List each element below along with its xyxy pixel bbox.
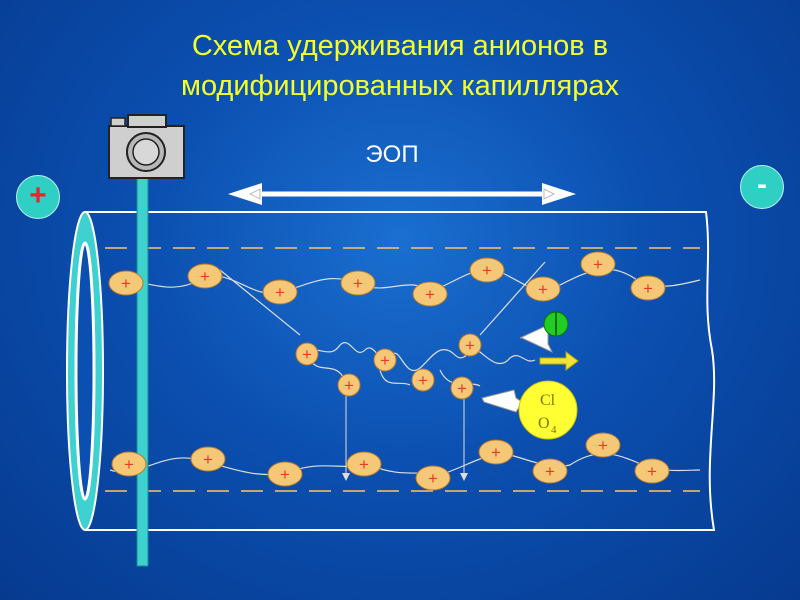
charge-sign: + (121, 274, 131, 293)
eof-double-arrow (228, 183, 576, 205)
large-ion-arrow (481, 389, 523, 413)
positive-electrode: + (16, 175, 60, 219)
charge-sign: + (200, 267, 210, 286)
page-title: Схема удерживания анионов в модифицирова… (0, 26, 800, 106)
charge-sign: + (457, 379, 467, 398)
charge-sign: + (344, 376, 354, 395)
positive-charge: + (373, 348, 397, 372)
charge-sign: + (482, 261, 492, 280)
charge-sign: + (124, 455, 134, 474)
positive-charge: + (108, 270, 144, 296)
detector-post (136, 177, 149, 567)
positive-charge: + (532, 458, 568, 484)
anion-label-o: O (538, 415, 550, 432)
detector (108, 114, 185, 567)
capillary-tube (66, 211, 716, 531)
charge-sign: + (428, 469, 438, 488)
positive-charge: + (585, 432, 621, 458)
positive-charge: + (525, 276, 561, 302)
charge-sign: + (380, 351, 390, 370)
positive-charge: + (411, 368, 435, 392)
positive-charge: + (187, 263, 223, 289)
eof-label: ЭОП (365, 141, 419, 168)
positive-charge: + (337, 373, 361, 397)
charge-sign: + (418, 371, 428, 390)
charge-sign: + (203, 450, 213, 469)
anion-label-cl: Cl (540, 392, 556, 409)
positive-charge: + (346, 451, 382, 477)
positive-charge: + (415, 465, 451, 491)
anion-label-subscript: 4 (551, 424, 557, 436)
charge-sign: + (465, 336, 475, 355)
migration-arrows (481, 323, 579, 413)
forward-arrow (539, 351, 579, 371)
charge-sign: + (359, 455, 369, 474)
positive-charge: + (450, 376, 474, 400)
positive-charge: + (469, 257, 505, 283)
positive-charge: + (478, 439, 514, 465)
charge-sign: + (302, 345, 312, 364)
charge-sign: + (353, 274, 363, 293)
negative-electrode: - (740, 165, 784, 209)
charge-sign: + (280, 465, 290, 484)
charge-sign: + (538, 280, 548, 299)
positive-charge: + (630, 275, 666, 301)
charge-sign: + (593, 255, 603, 274)
charge-sign: + (643, 279, 653, 298)
charge-sign: + (275, 283, 285, 302)
charge-sign: + (647, 462, 657, 481)
positive-charge: + (458, 333, 482, 357)
positive-charge: + (295, 342, 319, 366)
charge-sign: + (425, 285, 435, 304)
title-line-1: Схема удерживания анионов в (191, 30, 609, 62)
positive-charge: + (634, 458, 670, 484)
positive-charge: + (262, 279, 298, 305)
camera-icon (108, 114, 185, 179)
charge-sign: + (545, 462, 555, 481)
title-line-2: модифицированных капиллярах (181, 70, 619, 102)
positive-charge: + (340, 270, 376, 296)
positive-charge: + (111, 451, 147, 477)
positive-charge: + (580, 251, 616, 277)
green-ion-icon (543, 311, 569, 337)
positive-charge: + (190, 446, 226, 472)
perchlorate-anion: Cl O 4 (518, 380, 578, 440)
charge-group: + + + + + + + + + + + + + + + + + + + + + + + + (108, 251, 670, 491)
positive-charge: + (267, 461, 303, 487)
charge-sign: + (491, 443, 501, 462)
charge-sign: + (598, 436, 608, 455)
positive-charge: + (412, 281, 448, 307)
